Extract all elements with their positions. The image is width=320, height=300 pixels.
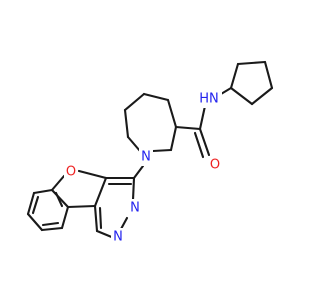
- cyclopentyl-bond: [263, 60, 274, 90]
- furan-bond: [66, 204, 97, 209]
- benzene-bond: [26, 212, 44, 232]
- cyclopentyl-bond: [236, 60, 267, 66]
- piperidine-bond: [142, 92, 170, 102]
- amide-o-atom: O: [208, 156, 222, 174]
- cyclopentyl-bond: [229, 86, 254, 106]
- piperidine-bond: [123, 92, 146, 112]
- amide-nh-label: HN: [199, 92, 219, 107]
- pyrimidine-bond: [119, 216, 129, 231]
- piperidine-bond: [169, 125, 178, 152]
- amide-o-label: O: [210, 158, 220, 173]
- pyrimidine-bond: [93, 176, 108, 208]
- molecule-structure: HN O N O N N: [26, 60, 274, 246]
- piperidine-bond: [126, 135, 142, 153]
- n-aryl-bond: [132, 164, 145, 180]
- pyrimidine-n2-atom: N: [111, 228, 125, 246]
- amide-n-cyclopentyl-bond: [219, 86, 233, 96]
- pyrimidine-n2-label: N: [113, 230, 123, 245]
- cyclopentyl-bond: [229, 62, 240, 90]
- furan-bond: [77, 169, 108, 180]
- carbonyl-bond: [198, 127, 211, 157]
- pyrimidine-n1-atom: N: [128, 199, 142, 217]
- benzene-double-bond-inner: [31, 195, 40, 215]
- benzene-double-bond-inner: [41, 221, 60, 227]
- benzene-double-bond-inner: [54, 191, 64, 208]
- piperidine-bond: [166, 98, 178, 129]
- pyrimidine-bond: [131, 176, 136, 202]
- piperidine-bond: [151, 148, 173, 153]
- benzene-bond: [40, 226, 64, 232]
- amide-nh-atom: HN: [196, 90, 222, 108]
- carbonyl-double-bond: [193, 131, 205, 159]
- pyrimidine-n1-label: N: [130, 201, 140, 216]
- benzene-bond: [60, 205, 70, 230]
- furan-o-label: O: [66, 165, 76, 180]
- amide-c-n-bond: [198, 104, 207, 131]
- piperidine-n-atom: N: [139, 148, 153, 166]
- benzene-bond: [26, 191, 36, 216]
- cyclopentyl-bond: [250, 86, 274, 106]
- pyrimidine-double-bond-inner: [98, 206, 103, 230]
- piperidine-bond: [123, 108, 130, 139]
- furan-bond: [50, 174, 66, 192]
- piperidine-n-label: N: [141, 150, 151, 165]
- benzene-bond: [32, 188, 54, 195]
- furan-bond: [50, 188, 70, 209]
- piperidine-carbonyl-bond: [174, 125, 202, 131]
- atom-label-layer: HN O N O N N: [64, 90, 222, 246]
- pyrimidine-bond: [93, 204, 99, 233]
- furan-o-atom: O: [64, 163, 78, 181]
- bond-layer: [26, 60, 274, 240]
